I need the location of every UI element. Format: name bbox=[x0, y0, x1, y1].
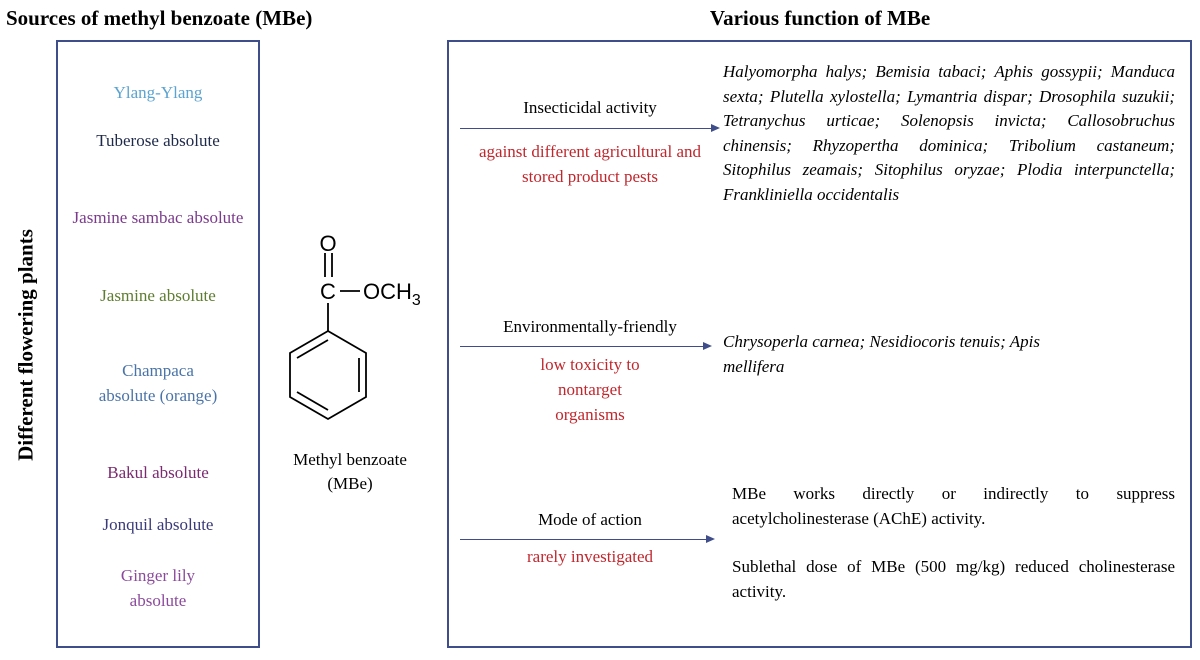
ring-double-3 bbox=[296, 391, 329, 411]
moa-text-2: Sublethal dose of MBe (500 mg/kg) reduce… bbox=[732, 557, 1175, 601]
function-label-insecticidal: Insecticidal activity bbox=[523, 98, 657, 117]
methoxy-label: OCH3 bbox=[363, 279, 421, 309]
source-item: Tuberose absolute bbox=[96, 131, 220, 150]
arrow-moa bbox=[460, 535, 715, 543]
source-item: Champaca absolute (orange) bbox=[98, 361, 218, 405]
source-item: Ylang-Ylang bbox=[113, 83, 203, 102]
sources-title: Sources of methyl benzoate (MBe) bbox=[6, 6, 313, 30]
moa-text: MBe works directly or indirectly to supp… bbox=[732, 482, 1175, 604]
ring-double-1 bbox=[296, 339, 329, 359]
functions-title: Various function of MBe bbox=[709, 6, 931, 30]
nontarget-species-list: Chrysoperla carnea; Nesidiocoris tenuis;… bbox=[723, 332, 1040, 376]
source-item: Bakul absolute bbox=[107, 463, 209, 482]
sources-box bbox=[56, 40, 260, 648]
methyl-benzoate-structure: O C OCH3 bbox=[289, 231, 421, 421]
source-item: Jasmine sambac absolute bbox=[72, 208, 244, 227]
source-item: Ginger lily absolute bbox=[120, 566, 196, 610]
source-item: Jonquil absolute bbox=[102, 515, 214, 534]
source-item: Jasmine absolute bbox=[100, 286, 216, 305]
function-desc-insecticidal: against different agricultural and store… bbox=[478, 142, 701, 186]
arrow-insecticidal bbox=[460, 124, 720, 132]
molecule-name-line1: Methyl benzoate bbox=[293, 450, 407, 469]
benzene-ring bbox=[289, 329, 367, 421]
carbon-label: C bbox=[320, 279, 336, 304]
function-desc-eco: low toxicity to nontarget organisms bbox=[540, 355, 640, 424]
molecule-name: Methyl benzoate (MBe) bbox=[270, 448, 430, 496]
arrow-eco bbox=[460, 342, 712, 350]
side-label: Different flowering plants bbox=[13, 229, 38, 461]
function-label-moa: Mode of action bbox=[538, 510, 642, 529]
moa-text-1: MBe works directly or indirectly to supp… bbox=[732, 484, 1175, 528]
function-desc-moa: rarely investigated bbox=[526, 547, 654, 566]
molecule-name-line2: (MBe) bbox=[327, 474, 373, 493]
function-label-eco: Environmentally-friendly bbox=[503, 317, 677, 336]
oxygen-label: O bbox=[319, 231, 336, 256]
functions-box bbox=[447, 40, 1192, 648]
insect-species-list: Halyomorpha halys; Bemisia tabaci; Aphis… bbox=[723, 62, 1175, 204]
